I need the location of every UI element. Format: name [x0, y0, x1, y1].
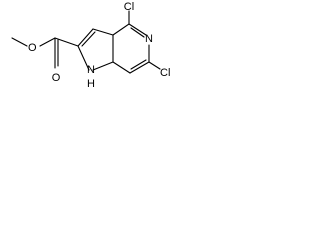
- bond-c6-c7: [129, 61, 150, 74]
- bond-c3-c3a: [92, 28, 114, 36]
- bond-c3a-c4: [112, 23, 130, 36]
- molecule-structure: O O N Cl Cl N H: [11, 1, 170, 90]
- nh-h-label: H: [87, 78, 95, 90]
- bond-c4-n5: [128, 23, 147, 36]
- nh-n-label: N: [87, 64, 95, 76]
- bond-c6-cl: [148, 61, 161, 70]
- cl-right-label: Cl: [160, 67, 170, 79]
- bond-c6-c7-double: [130, 59, 147, 70]
- bond-c4-n5-double: [130, 27, 145, 38]
- bond-o-carbonyl: [39, 37, 56, 47]
- carbonyl-o-label: O: [52, 72, 61, 84]
- bond-c7-c7a: [112, 61, 131, 74]
- bond-carbonyl-c2: [54, 37, 79, 47]
- bond-c2-c3: [77, 28, 94, 47]
- bond-c2-c3-double: [81, 31, 96, 47]
- pyridine-n-label: N: [145, 33, 153, 45]
- cl-top-label: Cl: [124, 1, 134, 13]
- methyl-o-label: O: [28, 42, 37, 54]
- bond-c7a-n1: [92, 61, 114, 71]
- bond-methyl-o: [11, 37, 28, 47]
- bond-n1-c2: [77, 45, 90, 71]
